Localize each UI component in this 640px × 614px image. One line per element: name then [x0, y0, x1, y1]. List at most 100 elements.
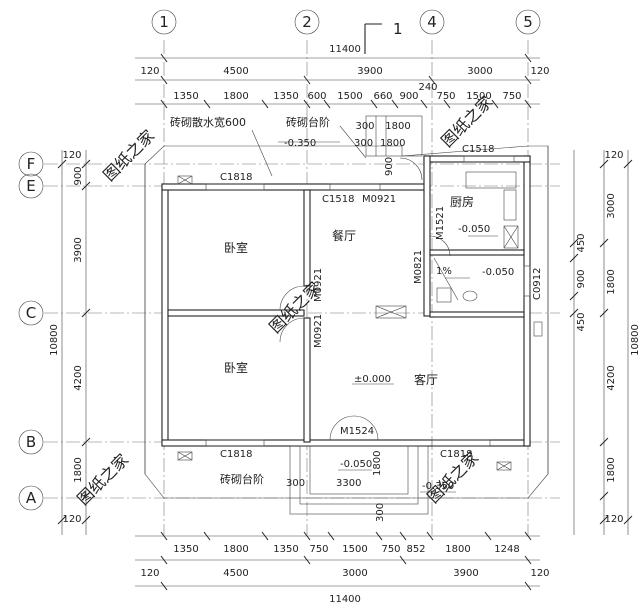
dim-text: 1350 [273, 91, 298, 102]
door-tag: M1521 [435, 206, 446, 240]
elevation: -0.350 [284, 138, 316, 149]
left-dimension-lines [57, 150, 91, 535]
dim-text: 1800 [223, 544, 248, 555]
dim-text: 450 [576, 312, 587, 331]
dim-text: 3900 [453, 568, 478, 579]
axis-label-A: A [26, 489, 37, 507]
dim-text: 120 [140, 66, 159, 77]
left-dimension-texts: 10800 120 900 3900 4200 1800 120 [49, 150, 84, 525]
window-tag: C0912 [532, 268, 543, 300]
annotations: 砖砌散水宽600 砖砌台阶 砖砌台阶 -0.350 -0.050 -0.050 … [170, 115, 514, 522]
section-mark [364, 23, 382, 54]
elevation: -0.350 [422, 481, 454, 492]
dim-text: 120 [604, 514, 623, 525]
ditch-label: 砖砌散水宽600 [170, 115, 246, 129]
porch-dim: 3300 [336, 478, 361, 489]
elevation: ±0.000 [354, 374, 391, 385]
dim-text: 600 [307, 91, 326, 102]
dim-text: 900 [399, 91, 418, 102]
step-label: 砖砌台阶 [220, 472, 264, 486]
porch-dim: 300 [375, 503, 386, 522]
dim-text: 750 [309, 544, 328, 555]
dim-text: 3900 [73, 237, 84, 262]
room-label-dining: 餐厅 [332, 228, 356, 243]
dim-text: 4200 [73, 365, 84, 390]
axis-label-1: 1 [159, 13, 169, 31]
window-tag: C1818 [440, 449, 472, 460]
slope-label: 1% [436, 266, 452, 277]
dim-text: 1350 [173, 544, 198, 555]
dim-text: 3000 [606, 193, 617, 218]
room-labels: 卧室 卧室 餐厅 厨房 客厅 [224, 194, 474, 387]
axis-label-B: B [26, 433, 36, 451]
windows [205, 155, 531, 447]
dim-text: 4500 [223, 66, 248, 77]
dim-text: 1500 [466, 91, 491, 102]
axis-label-E: E [26, 177, 35, 195]
window-tag: C1518 [322, 194, 354, 205]
dim-text: 10800 [630, 324, 640, 356]
dim-text: 660 [373, 91, 392, 102]
door-tag: M0821 [413, 250, 424, 284]
window-tag: C1818 [220, 172, 252, 183]
dim-text: 900 [576, 269, 587, 288]
door-tag: M1524 [340, 426, 374, 437]
axis-label-F: F [27, 155, 36, 173]
apron-outline [144, 145, 549, 499]
room-label-bedroom: 卧室 [224, 240, 248, 255]
door-tag: M0921 [313, 314, 324, 348]
walls [161, 155, 531, 447]
porch-dim: 1800 [372, 451, 383, 476]
step-label: 砖砌台阶 [286, 115, 330, 129]
top-dimension-lines [135, 53, 540, 109]
axis-labels: 1 2 4 5 F E C B A [26, 13, 533, 507]
dim-text: 10800 [49, 324, 60, 356]
room-label-bedroom: 卧室 [224, 360, 248, 375]
porch-dim: 300 [286, 478, 305, 489]
dim-text: 1800 [606, 457, 617, 482]
elevation: -0.050 [458, 224, 490, 235]
axis-label-2: 2 [302, 13, 312, 31]
watermark: 图纸之家 [99, 126, 158, 185]
dim-text: 900 [73, 166, 84, 185]
dim-text: 1800 [223, 91, 248, 102]
dim-text: 450 [576, 233, 587, 252]
dim-text: 120 [62, 514, 81, 525]
dim-text: 300 [355, 121, 374, 132]
dim-text: 3000 [342, 568, 367, 579]
dim-text: 1248 [494, 544, 519, 555]
window-door-tags: C1818 C1518 C1518 M0921 M1521 M0821 C091… [220, 144, 543, 460]
leader-lines [251, 125, 498, 493]
bottom-dimension-lines [135, 531, 540, 591]
stair-dim: 1800 [380, 138, 405, 149]
dim-text: 4500 [223, 568, 248, 579]
dim-text: 240 [418, 82, 437, 93]
room-label-living: 客厅 [414, 372, 438, 387]
axis-label-C: C [26, 304, 36, 322]
dim-text: 3900 [357, 66, 382, 77]
axis-bubbles [18, 9, 541, 511]
dim-text: 4200 [606, 365, 617, 390]
dim-text: 120 [530, 66, 549, 77]
dim-text: 1800 [73, 457, 84, 482]
dim-text: 120 [62, 150, 81, 161]
elevation: -0.050 [340, 459, 372, 470]
dim-text: 120 [140, 568, 159, 579]
dim-text: 1800 [385, 121, 410, 132]
window-tag: C1818 [220, 449, 252, 460]
dim-text: 120 [530, 568, 549, 579]
dim-text: 750 [502, 91, 521, 102]
stair-dim: 300 [354, 138, 373, 149]
door-tag: M0921 [362, 194, 396, 205]
dim-text: 1500 [342, 544, 367, 555]
dim-text: 750 [381, 544, 400, 555]
dim-text: 120 [604, 150, 623, 161]
dim-text: 852 [406, 544, 425, 555]
door-dim: 900 [384, 157, 395, 176]
dim-text: 1350 [273, 544, 298, 555]
door-swings [279, 157, 451, 441]
window-tag: C1518 [462, 144, 494, 155]
top-dimension-texts: 11400 120 4500 3900 3000 120 1350 1800 1… [140, 44, 549, 132]
elevation: -0.050 [482, 267, 514, 278]
dim-text: 1500 [337, 91, 362, 102]
